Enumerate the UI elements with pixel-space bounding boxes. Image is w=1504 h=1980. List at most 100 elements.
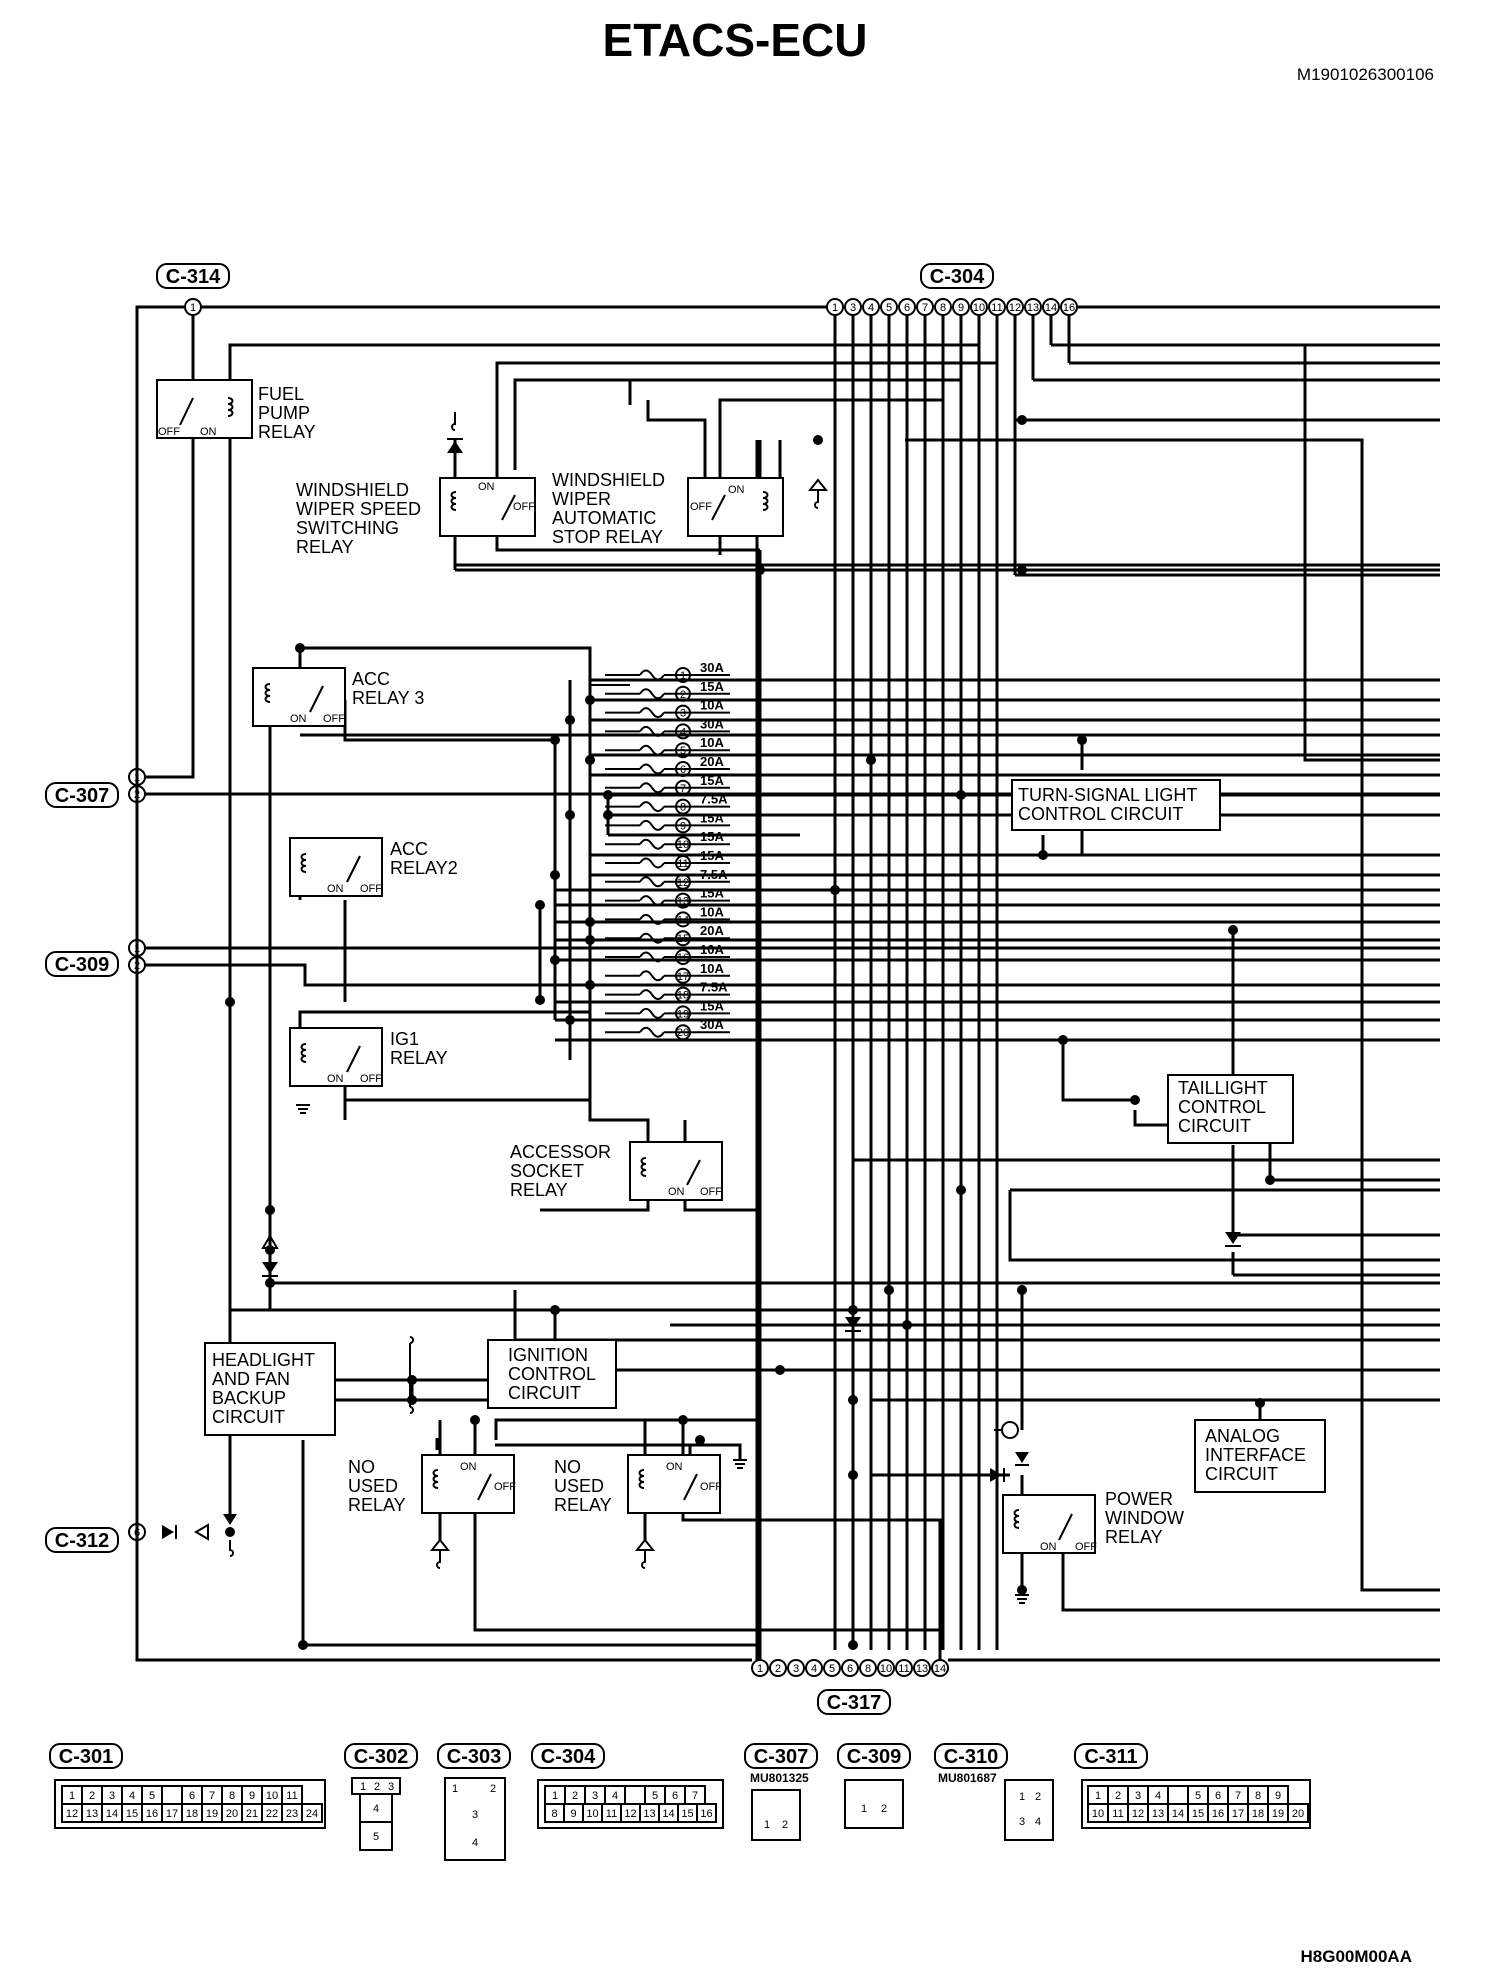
svg-text:OFF: OFF xyxy=(1075,1541,1097,1553)
pin-row-c317: 1 2 3 4 5 6 8 10 11 13 14 xyxy=(751,1659,949,1677)
svg-text:4: 4 xyxy=(811,1663,817,1675)
cell-label: 15 xyxy=(1192,1808,1204,1820)
fuse-rating: 15A xyxy=(700,886,724,901)
fuse-number: 20 xyxy=(677,1027,689,1039)
fuse-number: 1 xyxy=(680,670,686,682)
svg-text:CONTROL CIRCUIT: CONTROL CIRCUIT xyxy=(1018,804,1183,824)
cell-label: 13 xyxy=(86,1808,98,1820)
legend-c310: C-310 MU801687 1 2 3 4 xyxy=(934,1743,1054,1841)
svg-text:5: 5 xyxy=(829,1663,835,1675)
cell-label: 12 xyxy=(624,1808,636,1820)
svg-text:WINDSHIELD: WINDSHIELD xyxy=(296,480,409,500)
svg-text:HEADLIGHT: HEADLIGHT xyxy=(212,1350,315,1370)
fuse-number: 17 xyxy=(677,971,689,983)
fuse-10: 10 15A xyxy=(605,829,730,853)
svg-text:CIRCUIT: CIRCUIT xyxy=(212,1407,285,1427)
svg-text:OFF: OFF xyxy=(360,883,382,895)
fuse-number: 4 xyxy=(680,726,686,738)
svg-text:RELAY2: RELAY2 xyxy=(390,858,458,878)
svg-text:1: 1 xyxy=(452,1783,458,1795)
svg-text:ON: ON xyxy=(1040,1541,1057,1553)
svg-text:C-309: C-309 xyxy=(55,954,109,976)
cell-label: 23 xyxy=(286,1808,298,1820)
fuse-number: 10 xyxy=(677,839,689,851)
page-title: ETACS-ECU xyxy=(603,14,868,66)
cell-label: 8 xyxy=(1255,1790,1261,1802)
fuse-rating: 15A xyxy=(700,679,724,694)
connector-label-c309: C-309 xyxy=(45,951,119,977)
svg-text:8: 8 xyxy=(940,302,946,314)
svg-text:ACC: ACC xyxy=(390,839,428,859)
cell-label: 20 xyxy=(226,1808,238,1820)
cell-label: 16 xyxy=(700,1808,712,1820)
svg-text:RELAY 3: RELAY 3 xyxy=(352,688,424,708)
svg-text:ON: ON xyxy=(666,1461,683,1473)
fuse-rating: 10A xyxy=(700,735,724,750)
svg-text:OFF: OFF xyxy=(323,713,345,725)
cell-label: 12 xyxy=(1132,1808,1144,1820)
cell-label: 17 xyxy=(166,1808,178,1820)
cell-label: 6 xyxy=(1215,1790,1221,1802)
svg-text:12: 12 xyxy=(1009,302,1021,314)
ig1-relay: ON OFF IG1 RELAY xyxy=(289,1027,448,1087)
cell-label: 14 xyxy=(662,1808,674,1820)
svg-text:CIRCUIT: CIRCUIT xyxy=(1205,1464,1278,1484)
svg-text:RELAY: RELAY xyxy=(258,422,316,442)
cell-label: 3 xyxy=(1135,1790,1141,1802)
cell-label: 20 xyxy=(1292,1808,1304,1820)
fuse-number: 5 xyxy=(680,745,686,757)
svg-text:WINDSHIELD: WINDSHIELD xyxy=(552,470,665,490)
pin-c314-1: 1 xyxy=(184,298,202,316)
fuse-8: 87.5A xyxy=(605,792,730,815)
cell-label: 6 xyxy=(672,1790,678,1802)
svg-text:ON: ON xyxy=(668,1186,685,1198)
fuel-pump-relay: OFF ON FUEL PUMP RELAY xyxy=(156,379,316,442)
fuse-number: 2 xyxy=(680,689,686,701)
cell-label: 4 xyxy=(129,1790,135,1802)
fuse-rating: 10A xyxy=(700,904,724,919)
svg-text:STOP RELAY: STOP RELAY xyxy=(552,527,663,547)
cell-label: 19 xyxy=(206,1808,218,1820)
cell-label: 12 xyxy=(66,1808,78,1820)
connector-label-c317: C-317 xyxy=(817,1689,891,1715)
svg-text:4: 4 xyxy=(1035,1816,1041,1828)
svg-text:2: 2 xyxy=(881,1803,887,1815)
svg-text:RELAY: RELAY xyxy=(510,1180,568,1200)
fuse-rating: 20A xyxy=(700,923,724,938)
fuse-rating: 30A xyxy=(700,660,724,675)
svg-text:IGNITION: IGNITION xyxy=(508,1345,588,1365)
svg-text:1: 1 xyxy=(1019,1791,1025,1803)
svg-text:11: 11 xyxy=(898,1663,909,1675)
taillight-control-circuit: TAILLIGHT CONTROL CIRCUIT xyxy=(1167,1074,1294,1144)
fuse-number: 9 xyxy=(680,820,686,832)
fuse-rating: 30A xyxy=(700,716,724,731)
svg-text:C-310: C-310 xyxy=(944,1746,998,1768)
svg-text:C-311: C-311 xyxy=(1084,1746,1137,1768)
fuse-rating: 15A xyxy=(700,998,724,1013)
cell-label: 14 xyxy=(106,1808,118,1820)
svg-text:C-309: C-309 xyxy=(847,1746,901,1768)
cell-label: 1 xyxy=(1095,1790,1101,1802)
svg-text:CONTROL: CONTROL xyxy=(508,1364,596,1384)
fuse-rating: 15A xyxy=(700,829,724,844)
svg-text:2: 2 xyxy=(374,1781,380,1793)
svg-text:OFF: OFF xyxy=(513,501,535,513)
svg-text:ON: ON xyxy=(200,426,217,438)
cell-label: 15 xyxy=(126,1808,138,1820)
fuse-rating: 10A xyxy=(700,942,724,957)
svg-text:C-307: C-307 xyxy=(55,785,109,807)
fuse-number: 18 xyxy=(677,990,689,1002)
cell-label: 3 xyxy=(109,1790,115,1802)
svg-text:C-307: C-307 xyxy=(754,1746,808,1768)
svg-text:OFF: OFF xyxy=(158,426,180,438)
svg-text:OFF: OFF xyxy=(700,1186,722,1198)
footer-code: H8G00M00AA xyxy=(1301,1947,1413,1966)
fuse-number: 6 xyxy=(680,764,686,776)
cell-label: 10 xyxy=(1092,1808,1104,1820)
fuse-rating: 7.5A xyxy=(700,867,728,882)
svg-text:USED: USED xyxy=(554,1476,604,1496)
svg-text:MU801325: MU801325 xyxy=(750,1771,809,1785)
